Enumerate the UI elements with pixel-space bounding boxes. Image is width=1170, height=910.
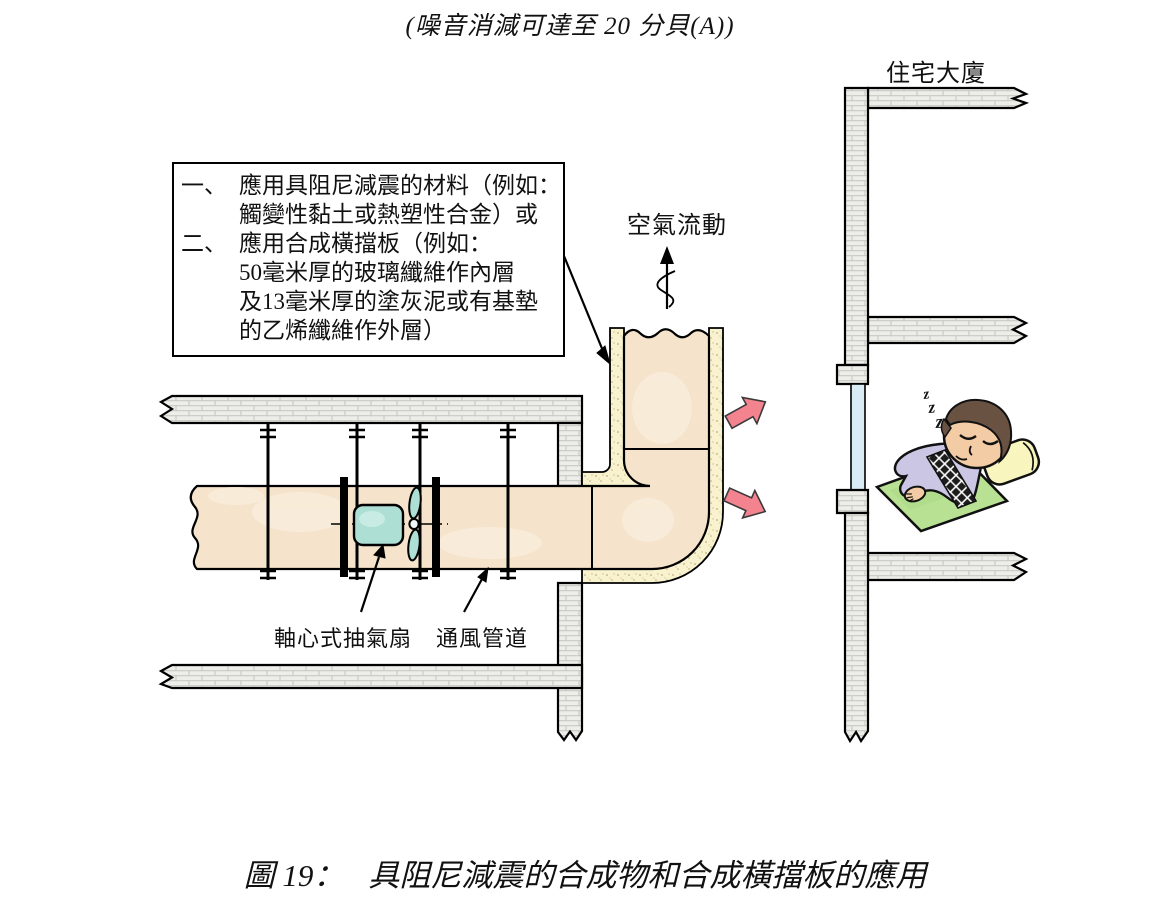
duct-hangers [260, 424, 516, 580]
person-hand [903, 485, 927, 503]
zzz-glyph: z [926, 397, 936, 417]
note-item: 二、 應用合成橫擋板（例如： [174, 229, 563, 258]
figure-caption: 圖 19： 具阻尼減震的合成物和合成橫擋板的應用 [0, 850, 1170, 895]
sleep-zzz: z z z [921, 386, 944, 433]
residential-building-label: 住宅大廈 [886, 61, 986, 87]
right-wall-lower [556, 581, 584, 742]
person-hair-tuft [940, 417, 952, 439]
air-flow-label: 空氣流動 [627, 213, 727, 239]
axial-fan [331, 486, 448, 562]
flexible-flange-bar [432, 477, 440, 577]
fan-label-leader-line [359, 556, 381, 613]
blanket-checkered-band [925, 449, 978, 509]
person-face [955, 434, 999, 461]
note-item-text: 50毫米厚的玻璃纖維作內層 [239, 260, 515, 285]
noise-arrow-lower-icon [722, 487, 767, 520]
note-item-text: 應用合成橫擋板（例如： [239, 231, 492, 256]
mouth-line [955, 455, 968, 461]
noise-arrows [722, 396, 767, 520]
person-hair [944, 398, 1013, 464]
closed-eye-right [982, 440, 999, 446]
page-title: (噪音消減可達至 20 分貝(A)) [405, 13, 735, 40]
hanger-rod-ticks [260, 428, 516, 580]
figure-caption-text: 具阻尼減震的合成物和合成橫擋板的應用 [368, 858, 927, 893]
vent-duct-label: 通風管道 [436, 626, 529, 651]
note-item-number [174, 200, 239, 229]
right-wall-upper [556, 421, 584, 488]
nose-line [968, 445, 973, 456]
note-item: 一、 應用具阻尼減震的材料（例如： [174, 171, 563, 200]
duct-label-arrowhead-icon [477, 566, 489, 583]
air-flow-arrow [656, 246, 676, 309]
air-flow-squiggle-icon [656, 270, 676, 308]
note-item-number: 二、 [181, 231, 227, 256]
air-flow-arrowhead-icon [660, 246, 674, 264]
fan-hub [408, 518, 420, 530]
building-wall-lower [843, 511, 870, 744]
zzz-glyph: z [921, 386, 930, 403]
ceiling-wall [158, 394, 584, 425]
closed-eye-left [959, 434, 977, 440]
notebox-leader-line [562, 255, 605, 352]
floor-slab-bottom [866, 551, 1029, 582]
fan-label-arrowhead-icon [373, 543, 386, 559]
notebox-leader-arrowhead-icon [596, 345, 611, 366]
figure-number: 圖 19： [243, 858, 345, 893]
pillow-fold-line [1022, 442, 1034, 471]
leader-arrows [359, 255, 611, 613]
note-item-text: 應用具阻尼減震的材料（例如： [239, 173, 561, 198]
note-item: 觸變性黏土或熱塑性合金）或 [174, 200, 563, 229]
duct-seams [591, 448, 709, 568]
note-item: 及13毫米厚的塗灰泥或有基墊 [174, 287, 563, 316]
building-wall-upper [843, 86, 870, 367]
duct-mottle [208, 372, 692, 559]
note-item-number [174, 287, 239, 316]
window-glass [850, 383, 866, 491]
duct-label-leader-line [463, 578, 483, 613]
note-item-text: 及13毫米厚的塗灰泥或有基墊 [239, 289, 538, 314]
note-item-number: 一、 [181, 173, 227, 198]
note-item-number [174, 316, 239, 345]
note-item-text: 的乙烯纖維作外層） [239, 318, 446, 343]
floor-slab-middle [866, 315, 1029, 345]
note-item: 的乙烯纖維作外層） [174, 316, 563, 345]
floor-slab-top [866, 86, 1030, 110]
sleeping-person: z z z [874, 386, 1041, 533]
flexible-flange-bar [340, 477, 348, 577]
zzz-glyph: z [934, 411, 944, 433]
window-sill-bottom [835, 488, 870, 515]
residential-building [835, 86, 1030, 744]
fan-motor-highlight [359, 511, 385, 527]
noise-arrow-upper-icon [724, 396, 767, 430]
note-item-number [174, 258, 239, 287]
duct-assembly [189, 327, 724, 584]
note-item: 50毫米厚的玻璃纖維作內層 [174, 258, 563, 287]
machine-room-walls [158, 394, 584, 742]
axial-fan-label: 軸心式抽氣扇 [274, 626, 413, 651]
floor-wall [158, 663, 584, 690]
damping-note-box: 一、 應用具阻尼減震的材料（例如： 觸變性黏土或熱塑性合金）或 二、 應用合成橫… [172, 162, 565, 357]
note-item-text: 觸變性黏土或熱塑性合金）或 [239, 202, 538, 227]
window-sill-top [835, 363, 870, 386]
